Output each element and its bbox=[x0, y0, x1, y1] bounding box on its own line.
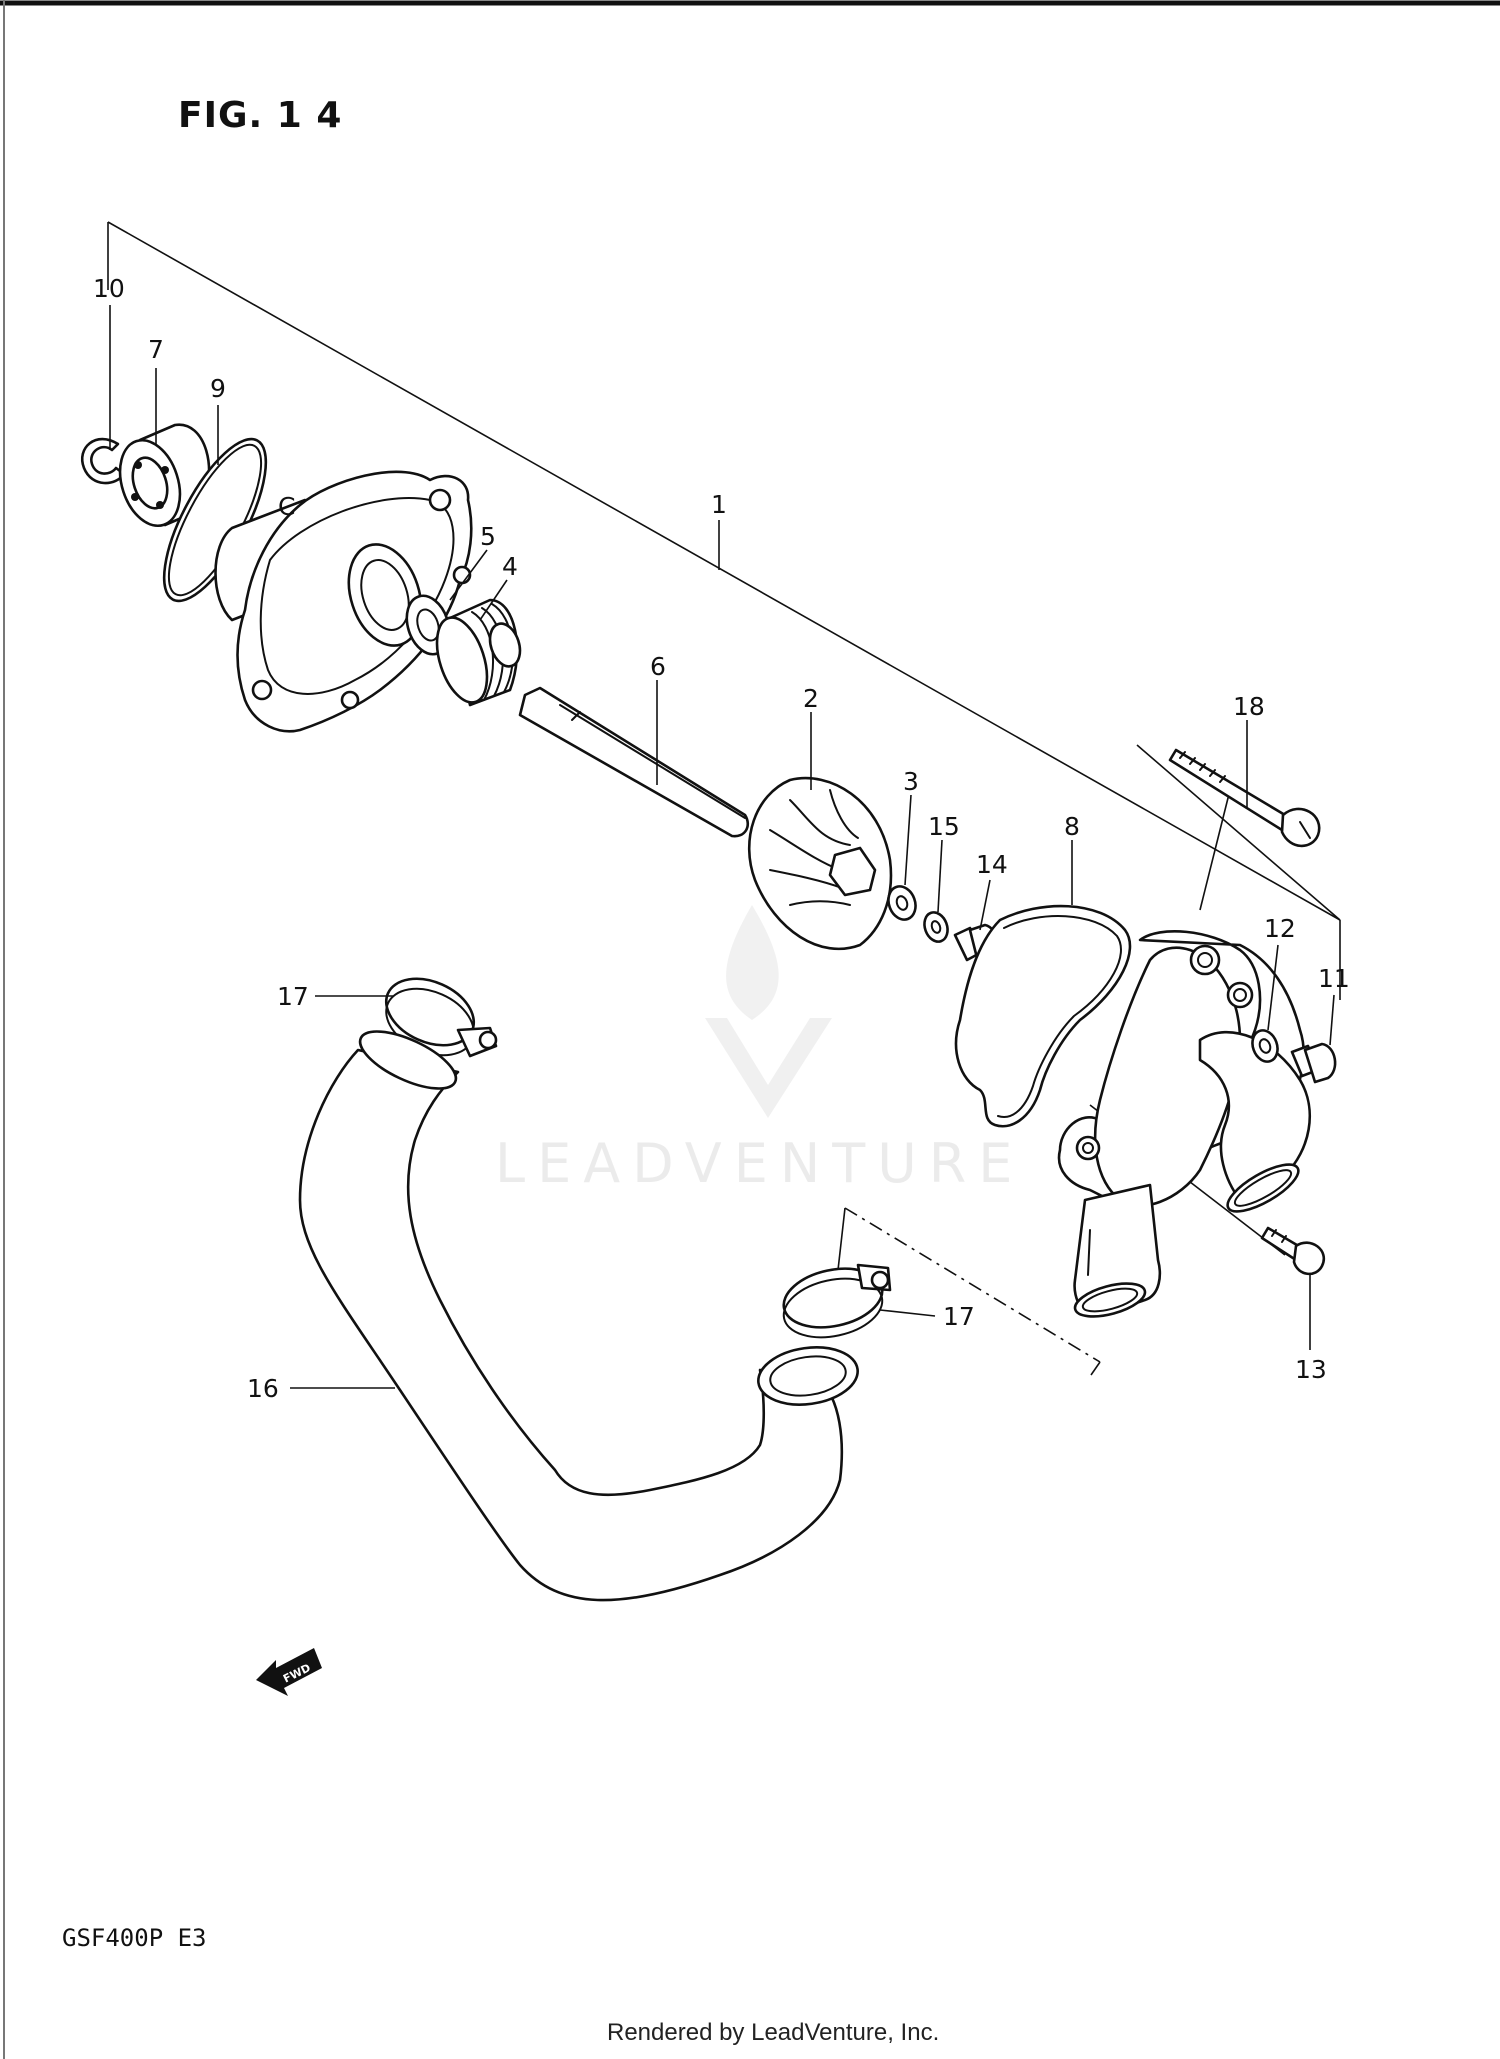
render-credit: Rendered by LeadVenture, Inc. bbox=[607, 2019, 939, 2046]
part-6-shaft bbox=[518, 686, 750, 838]
pump-case: C bbox=[214, 470, 473, 733]
callout-11: 11 bbox=[1318, 964, 1350, 993]
model-code: GSF400P E3 bbox=[62, 1924, 207, 1952]
part-12-washer bbox=[1251, 1029, 1279, 1063]
callout-10: 10 bbox=[93, 274, 125, 303]
part-17-hose-clamp-lower bbox=[782, 1263, 892, 1339]
part-8-gasket bbox=[954, 904, 1132, 1128]
callout-16: 16 bbox=[247, 1374, 279, 1403]
part-17-hose-clamp-upper bbox=[384, 977, 498, 1058]
part-16-water-hose bbox=[298, 1030, 859, 1602]
part-18-long-bolt bbox=[1168, 748, 1321, 848]
callout-8: 8 bbox=[1064, 812, 1080, 841]
callout-2: 2 bbox=[803, 684, 819, 713]
watermark-text: LEADVENTURE bbox=[495, 1132, 1024, 1195]
callout-17-upper: 17 bbox=[277, 982, 309, 1011]
callout-6: 6 bbox=[650, 652, 666, 681]
fwd-direction-arrow-icon: FWD bbox=[256, 1648, 322, 1696]
callout-9: 9 bbox=[210, 374, 226, 403]
callout-14: 14 bbox=[976, 850, 1008, 879]
part-15-washer bbox=[923, 911, 949, 943]
part-3-washer bbox=[887, 885, 917, 921]
part-4-mechanical-seal bbox=[435, 598, 522, 707]
pump-cover bbox=[1057, 930, 1312, 1318]
callout-5: 5 bbox=[480, 522, 496, 551]
callout-labels: 10 7 9 1 5 4 6 2 3 15 14 8 18 12 11 17 1… bbox=[93, 274, 1350, 1403]
callout-7: 7 bbox=[148, 335, 164, 364]
callout-18: 18 bbox=[1233, 692, 1265, 721]
callout-17-lower: 17 bbox=[943, 1302, 975, 1331]
part-11-bolt bbox=[1290, 1042, 1337, 1084]
part-10-circlip bbox=[81, 437, 126, 485]
callout-4: 4 bbox=[502, 552, 518, 581]
callout-15: 15 bbox=[928, 812, 960, 841]
part-2-impeller bbox=[747, 776, 893, 951]
leader-lines bbox=[109, 305, 1335, 1389]
callout-3: 3 bbox=[903, 767, 919, 796]
callout-13: 13 bbox=[1295, 1355, 1327, 1384]
figure-title: FIG. 1 4 bbox=[178, 95, 342, 136]
callout-12: 12 bbox=[1264, 914, 1296, 943]
watermark-logo: LEADVENTURE bbox=[495, 905, 1024, 1195]
callout-1: 1 bbox=[711, 490, 727, 519]
case-embossed-c: C bbox=[278, 492, 295, 521]
part-13-bolt bbox=[1260, 1226, 1326, 1276]
